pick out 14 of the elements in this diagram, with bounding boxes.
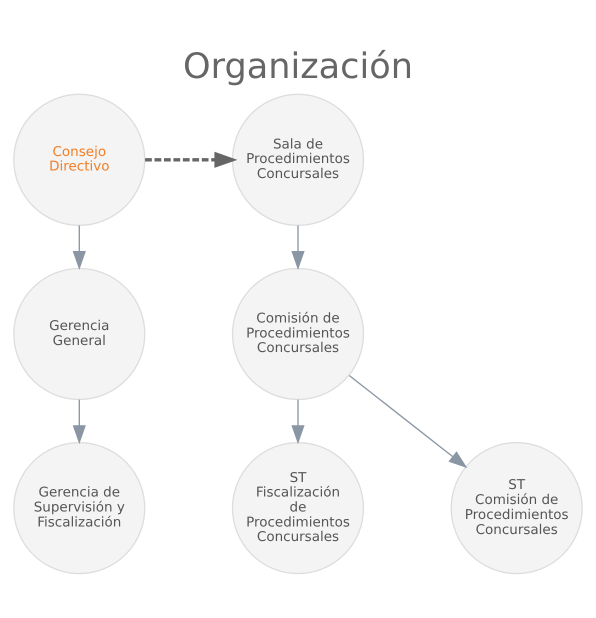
node-circle: Comisión de Procedimientos Concursales	[232, 268, 364, 400]
node-circle: Consejo Directivo	[13, 94, 146, 226]
arrow	[291, 226, 305, 270]
arrow	[348, 375, 468, 468]
node-circle: ST Fiscalización de Procedimientos Concursales	[232, 442, 364, 574]
arrow	[72, 400, 86, 444]
arrow	[291, 400, 305, 444]
node-circle: Sala de Procedimientos Concursales	[232, 94, 364, 226]
node-circle: ST Comisión de Procedimientos Concursales	[450, 442, 583, 574]
arrow	[72, 226, 86, 270]
arrow	[145, 152, 238, 168]
diagram-title: Organización	[183, 46, 413, 87]
node-circle: Gerencia de Supervisión y Fiscalización	[13, 442, 146, 574]
node-circle: Gerencia General	[13, 268, 146, 400]
